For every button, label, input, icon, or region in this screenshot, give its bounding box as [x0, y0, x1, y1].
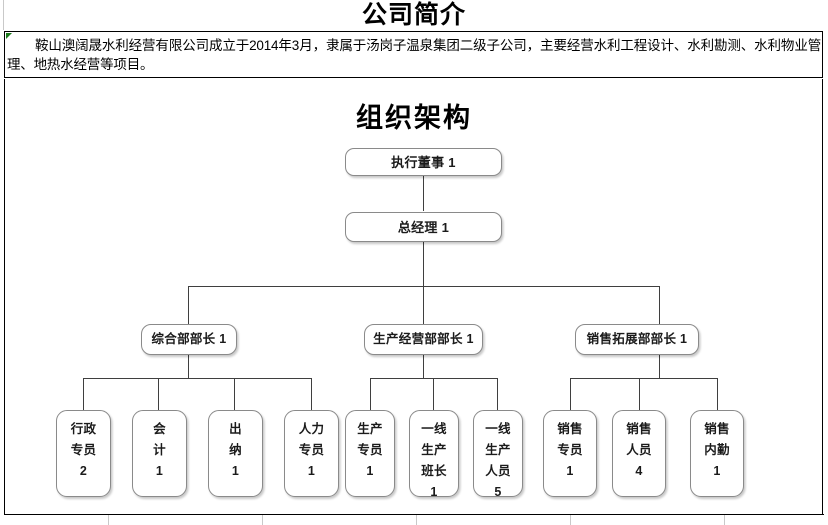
staff-line2: 专员	[357, 443, 383, 457]
staff-count: 5	[494, 485, 502, 499]
node-staff-frontline-production-worker[interactable]: 一线 生产 人员 5	[473, 410, 523, 499]
staff-line1: 销售	[626, 422, 652, 436]
staff-line1: 出	[229, 422, 242, 436]
node-department-sales[interactable]: 销售拓展部部长 1	[575, 324, 699, 355]
staff-line2: 人员	[626, 443, 652, 457]
staff-count: 1	[155, 464, 164, 478]
connector-drop-staff-7	[497, 378, 498, 410]
staff-line1: 一线	[485, 422, 511, 436]
comment-indicator-icon	[6, 33, 12, 39]
connector-drop-staff-5	[370, 378, 371, 410]
node-department-comprehensive-label: 综合部部长 1	[151, 332, 227, 346]
sheet-column-ticks	[0, 515, 828, 525]
node-staff-sales-support[interactable]: 销售 内勤 1	[690, 410, 744, 497]
staff-count: 1	[566, 464, 574, 478]
connector-drop-staff-2	[158, 378, 159, 410]
connector-drop-staff-4	[311, 378, 312, 410]
staff-count: 1	[430, 485, 438, 499]
connector-drop-staff-3	[234, 378, 235, 410]
node-general-manager-label: 总经理 1	[397, 219, 450, 235]
connector-director-to-gm	[423, 176, 424, 211]
node-general-manager[interactable]: 总经理 1	[345, 212, 502, 242]
connector-drop-dept-3	[659, 286, 660, 324]
node-staff-cashier[interactable]: 出 纳 1	[208, 410, 263, 497]
node-department-sales-label: 销售拓展部部长 1	[586, 332, 688, 346]
staff-count: 2	[79, 464, 88, 478]
staff-count: 1	[366, 464, 374, 478]
staff-line2: 专员	[298, 443, 325, 457]
staff-line3: 班长	[421, 464, 447, 478]
node-staff-production-specialist[interactable]: 生产 专员 1	[345, 410, 395, 497]
connector-drop-dept-1	[188, 286, 189, 324]
staff-line1: 会	[153, 422, 166, 436]
connector-dept2-stem	[423, 355, 424, 378]
connector-drop-staff-10	[717, 378, 718, 410]
connector-gm-stem	[423, 242, 424, 286]
staff-line1: 行政	[70, 422, 97, 436]
node-staff-hr-specialist[interactable]: 人力 专员 1	[284, 410, 339, 497]
connector-drop-dept-2	[423, 286, 424, 324]
staff-line1: 一线	[421, 422, 447, 436]
staff-line2: 纳	[229, 443, 242, 457]
connector-drop-staff-9	[639, 378, 640, 410]
staff-count: 4	[635, 464, 643, 478]
node-staff-sales-personnel[interactable]: 销售 人员 4	[612, 410, 666, 497]
connector-dept1-bus	[83, 378, 311, 379]
staff-line1: 销售	[557, 422, 583, 436]
staff-line2: 专员	[70, 443, 97, 457]
node-department-production-label: 生产经营部部长 1	[373, 332, 474, 346]
connector-dept3-bus	[570, 378, 717, 379]
staff-count: 1	[713, 464, 721, 478]
company-intro-text: 鞍山澳阔晟水利经营有限公司成立于2014年3月，隶属于汤岗子温泉集团二级子公司，…	[7, 38, 821, 72]
staff-line1: 人力	[298, 422, 325, 436]
node-executive-director[interactable]: 执行董事 1	[345, 148, 502, 176]
title-row: 公司简介	[4, 0, 824, 31]
staff-line2: 内勤	[704, 443, 730, 457]
connector-drop-staff-1	[83, 378, 84, 410]
connector-drop-staff-6	[433, 378, 434, 410]
connector-drop-staff-8	[570, 378, 571, 410]
company-intro-cell[interactable]: 鞍山澳阔晟水利经营有限公司成立于2014年3月，隶属于汤岗子温泉集团二级子公司，…	[4, 31, 823, 78]
connector-dept1-stem	[188, 355, 189, 378]
node-staff-sales-specialist[interactable]: 销售 专员 1	[543, 410, 597, 497]
staff-count: 1	[231, 464, 240, 478]
staff-line2: 计	[153, 443, 166, 457]
node-executive-director-label: 执行董事 1	[391, 154, 456, 170]
staff-line1: 生产	[357, 422, 383, 436]
staff-line2: 专员	[557, 443, 583, 457]
node-staff-administrative-specialist[interactable]: 行政 专员 2	[56, 410, 111, 497]
node-staff-frontline-production-leader[interactable]: 一线 生产 班长 1	[409, 410, 459, 499]
org-chart-title: 组织架构	[356, 103, 472, 133]
node-department-production[interactable]: 生产经营部部长 1	[364, 324, 483, 355]
node-department-comprehensive[interactable]: 综合部部长 1	[141, 324, 237, 355]
staff-line3: 人员	[485, 464, 511, 478]
sheet-left-gridline	[3, 0, 4, 30]
staff-line2: 生产	[421, 443, 447, 457]
page-title: 公司简介	[361, 2, 466, 29]
node-staff-accountant[interactable]: 会 计 1	[132, 410, 187, 497]
staff-line2: 生产	[485, 443, 511, 457]
connector-dept3-stem	[659, 355, 660, 378]
sheet-bottom-border	[4, 514, 824, 515]
staff-count: 1	[307, 464, 316, 478]
staff-line1: 销售	[704, 422, 730, 436]
